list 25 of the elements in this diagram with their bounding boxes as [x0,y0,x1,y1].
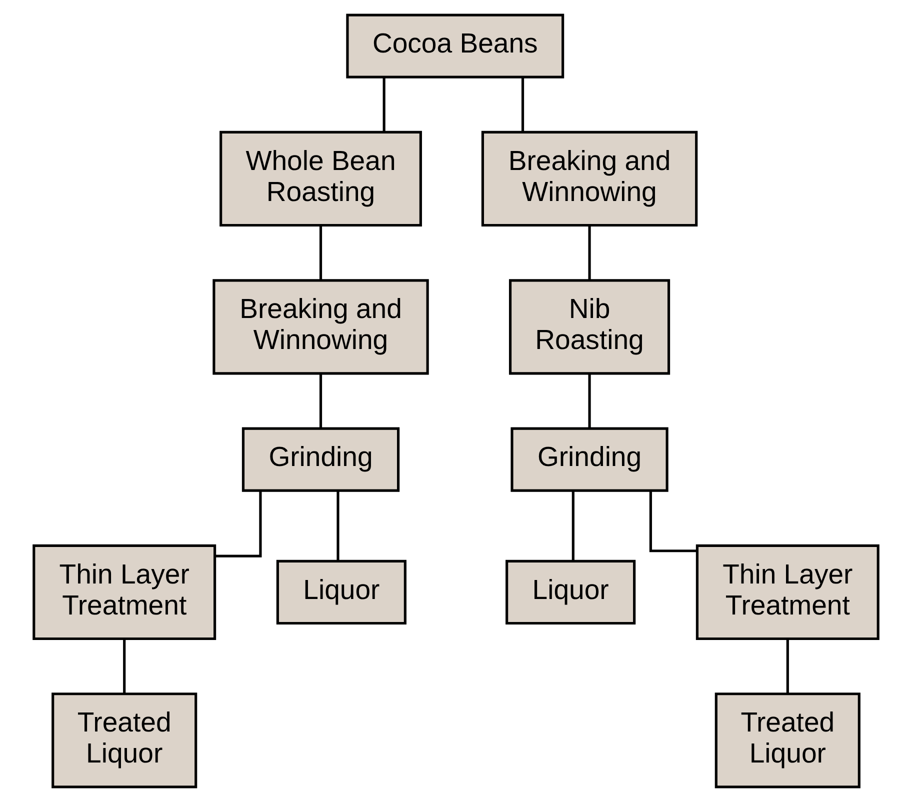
connector [214,490,262,558]
node-box: Cocoa Beans [346,14,564,78]
node-box: Liquor [276,560,406,625]
node-box: Thin Layer Treatment [32,544,216,640]
node-box: Grinding [241,427,400,492]
connector [588,374,590,428]
node-box: Nib Roasting [508,279,670,375]
node-box: Breaking and Winnowing [480,130,698,227]
node-box: Whole Bean Roasting [219,130,422,227]
connector [520,78,524,132]
node-box: Grinding [510,427,668,492]
connector [318,374,322,428]
connector [382,78,385,132]
connector [571,491,574,562]
node-box: Breaking and Winnowing [212,279,428,375]
node-box: Thin Layer Treatment [695,544,879,640]
connector [122,639,126,694]
connector [588,226,590,280]
node-box: Treated Liquor [51,692,197,788]
connector [648,491,697,552]
connector [786,639,788,694]
connector [336,491,339,562]
connector [318,226,322,280]
node-box: Liquor [505,560,636,625]
node-box: Treated Liquor [714,692,860,788]
